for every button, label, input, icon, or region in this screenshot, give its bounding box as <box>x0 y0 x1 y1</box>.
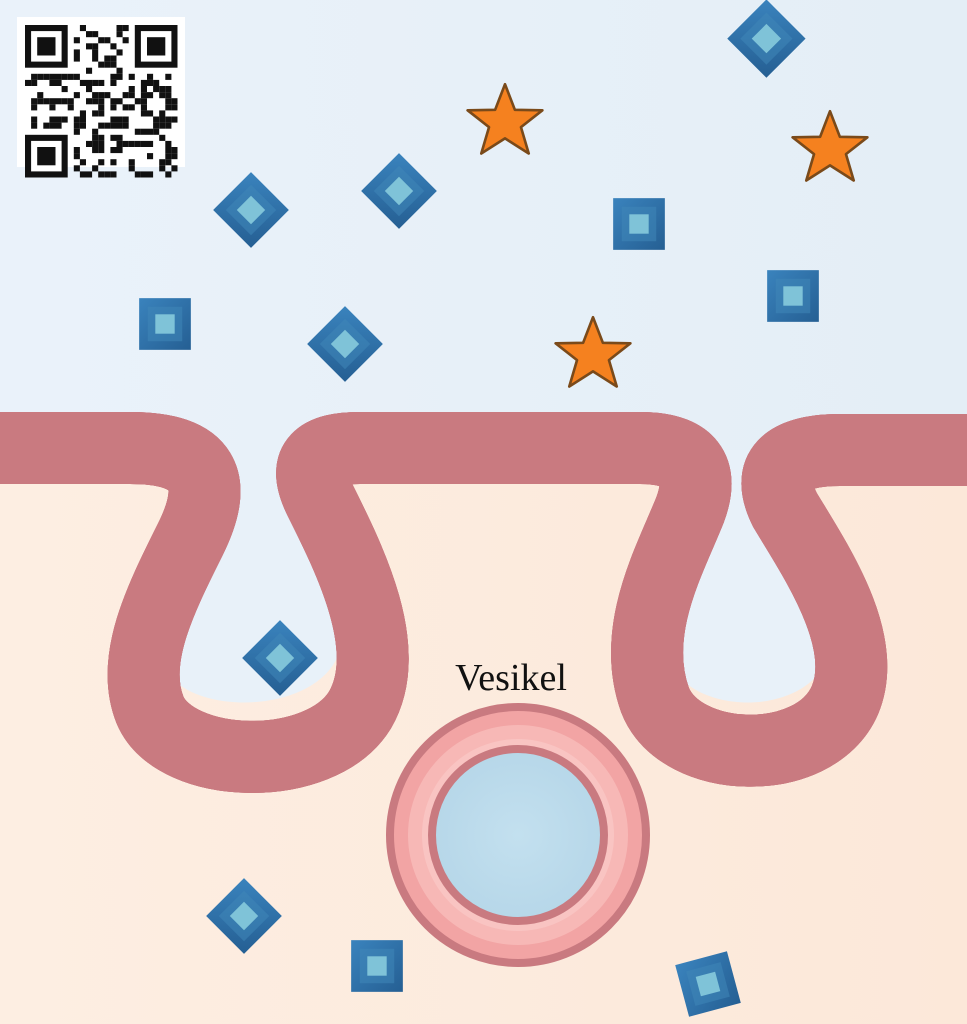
square-molecule-icon <box>139 298 191 350</box>
vesicle-lumen <box>428 745 608 925</box>
vesicle-label: Vesikel <box>455 657 567 699</box>
vesicle <box>386 703 650 967</box>
cell-membrane <box>0 412 967 757</box>
square-molecule-icon <box>613 198 665 250</box>
square-molecule-icon <box>767 270 819 322</box>
square-molecule-icon <box>351 940 403 992</box>
qr-code-icon <box>17 17 185 178</box>
